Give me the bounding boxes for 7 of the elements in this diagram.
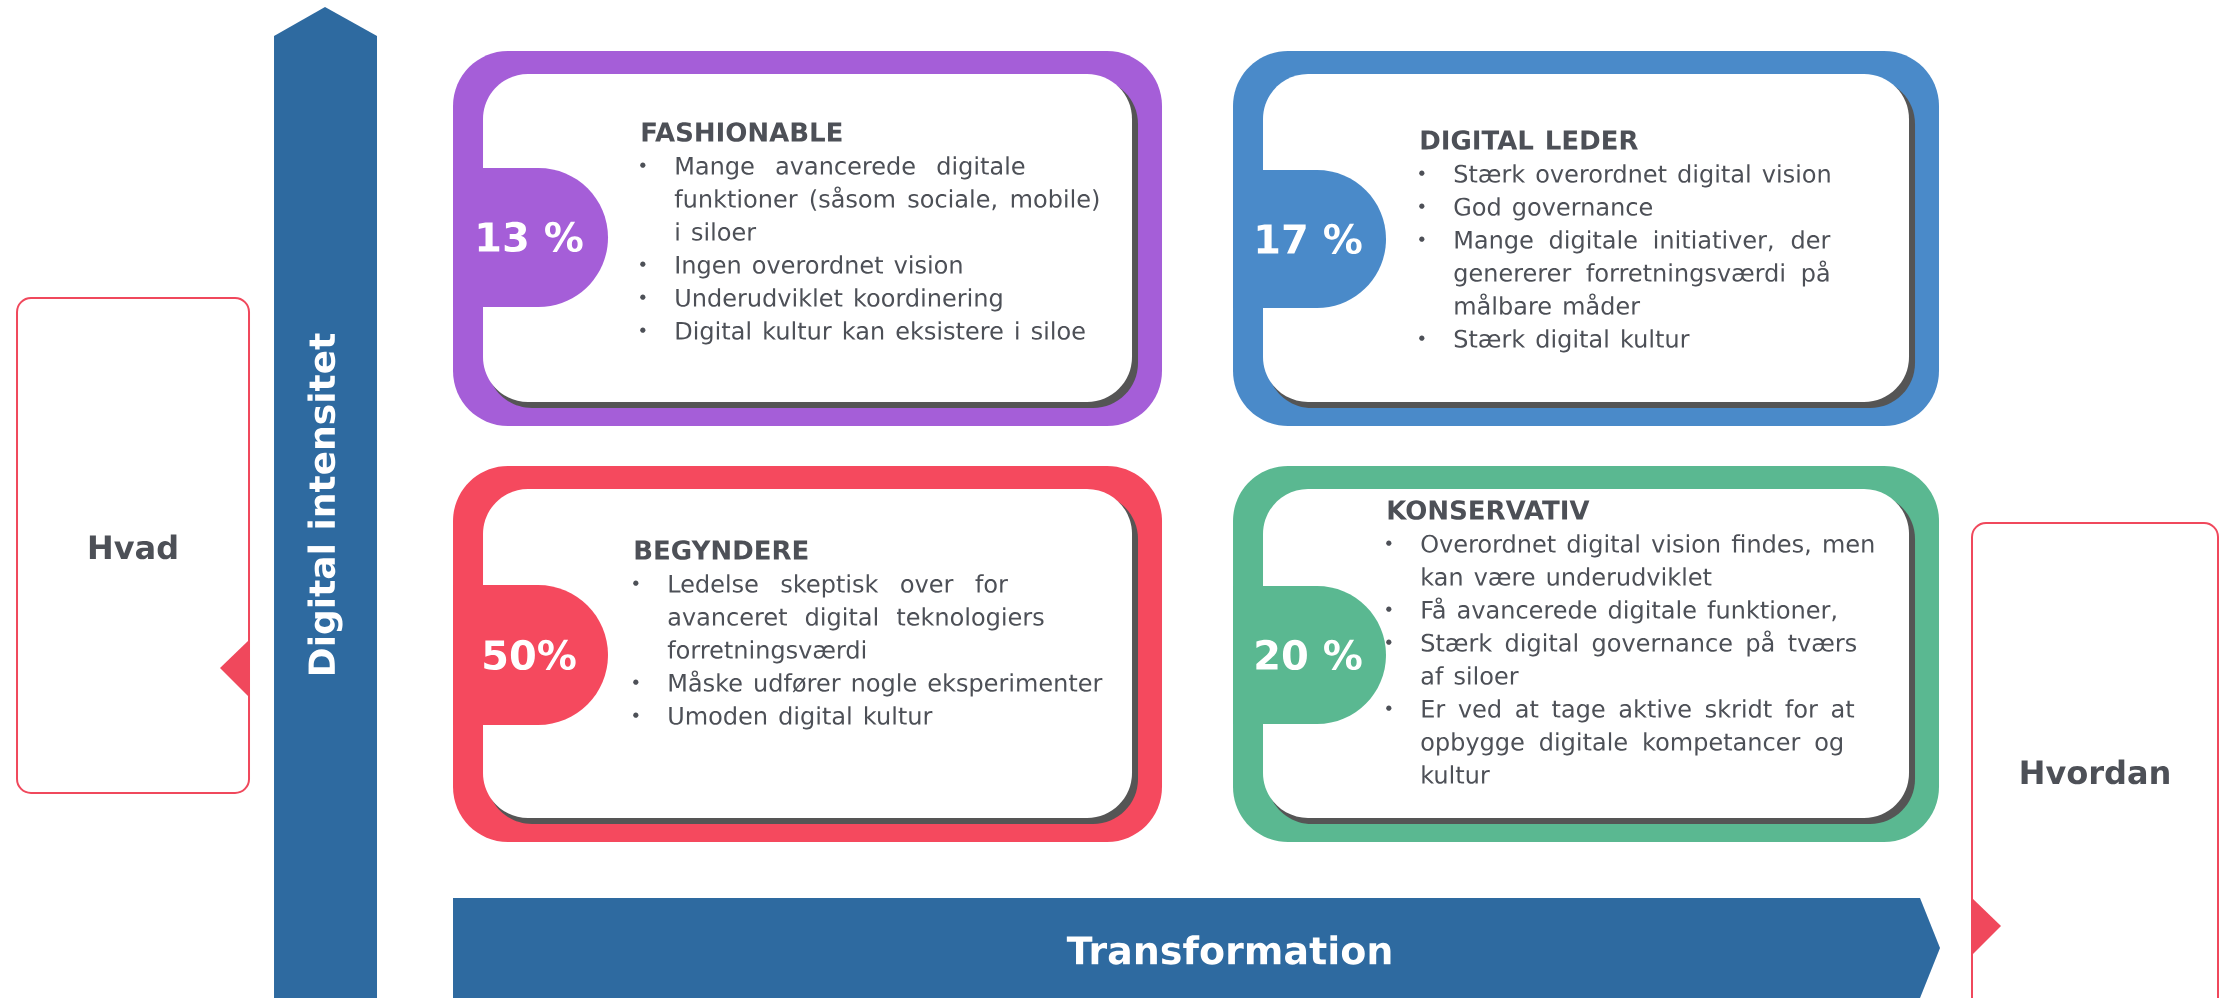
node-label: 17 % <box>1257 223 1362 255</box>
node-label: 50% <box>484 639 576 671</box>
node-label: 13 % <box>478 221 583 253</box>
node-label: 20 % <box>1256 639 1362 671</box>
node-label: Hvordan <box>2021 759 2169 785</box>
callout-box: Hvad <box>16 297 250 794</box>
callout-box: Hvordan <box>1971 522 2219 998</box>
